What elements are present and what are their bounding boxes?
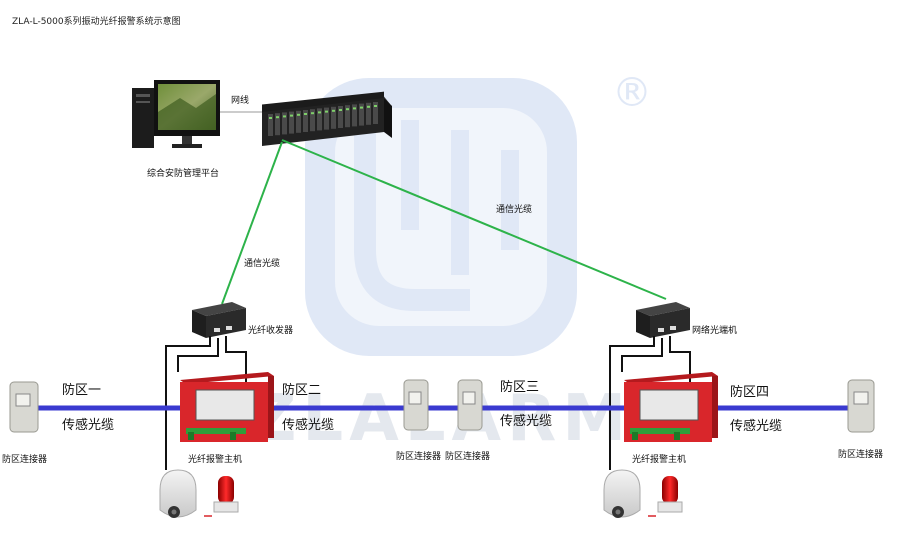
rack-slot-led <box>304 113 307 115</box>
alarm-light-left-icon <box>204 476 239 517</box>
zone-cable: 传感光缆 <box>500 413 552 429</box>
rack-slot <box>303 110 308 132</box>
alarm-host-right-icon <box>624 372 718 442</box>
transceiver-right-label: 网络光端机 <box>692 324 737 336</box>
computer-icon <box>132 80 220 148</box>
rack-slot <box>310 109 315 132</box>
rack-slot-led <box>290 114 293 117</box>
zone-cable: 传感光缆 <box>62 417 114 433</box>
zone-connector-far-right-icon <box>847 379 875 433</box>
rack-slot-led <box>353 107 356 110</box>
fiber-right-label: 通信光缆 <box>496 203 532 215</box>
fiber-left-label: 通信光缆 <box>244 257 280 269</box>
rack-slot <box>324 107 329 130</box>
rack-slot <box>282 112 287 135</box>
rack-slot <box>345 105 350 128</box>
dome-camera-left-icon <box>159 469 197 518</box>
zone-name: 防区四 <box>730 384 769 400</box>
rack-slot <box>275 113 280 136</box>
zone-1: 防区一 传感光缆 <box>62 382 114 433</box>
rack-slot-led <box>332 109 335 112</box>
connector-mid-right-label: 防区连接器 <box>445 450 490 462</box>
host-left-label: 光纤报警主机 <box>188 453 242 465</box>
zone-connector-mid-left-icon <box>403 379 429 431</box>
rack-slot-led <box>374 105 377 107</box>
rack-slot-led <box>283 115 286 118</box>
transceiver-left-label: 光纤收发器 <box>248 324 293 336</box>
diagram-title: ZLA-L-5000系列振动光纤报警系统示意图 <box>12 15 181 27</box>
connector-far-right-label: 防区连接器 <box>838 448 883 460</box>
zone-cable: 传感光缆 <box>282 417 334 433</box>
rack-slot <box>366 102 371 125</box>
rack-slot-led <box>325 110 328 113</box>
rack-slot <box>352 104 357 127</box>
center-label: 综合安防管理平台 <box>147 167 219 179</box>
rack-slot-led <box>311 112 314 115</box>
rack-slot <box>289 111 294 134</box>
rack-slot <box>359 103 364 126</box>
rack-slot-led <box>360 106 363 109</box>
zone-name: 防区二 <box>282 382 321 398</box>
dome-camera-right-icon <box>603 469 641 518</box>
connector-far-left-label: 防区连接器 <box>2 453 47 465</box>
connector-mid-left-label: 防区连接器 <box>396 450 441 462</box>
rack-slot-led <box>367 105 370 108</box>
rack-slots <box>268 102 378 136</box>
rack-slot <box>268 114 273 136</box>
host-right-label: 光纤报警主机 <box>632 453 686 465</box>
transceiver-left-icon <box>192 302 246 338</box>
zone-name: 防区三 <box>500 379 539 395</box>
zone-3: 防区三 传感光缆 <box>500 379 552 429</box>
zone-connector-far-left-icon <box>9 381 39 433</box>
zone-4: 防区四 传感光缆 <box>730 384 782 434</box>
fiber-line-left <box>221 141 283 305</box>
rack-slot-led <box>346 108 349 111</box>
alarm-light-right-icon <box>648 476 683 517</box>
rack-slot <box>373 102 378 124</box>
alarm-host-left-icon <box>180 372 274 442</box>
watermark-text: ZLALARM <box>250 382 632 456</box>
rack-slot <box>338 106 343 128</box>
zone-2: 防区二 传感光缆 <box>282 382 334 433</box>
registered-mark: ® <box>612 70 652 116</box>
rack-slot-led <box>276 116 279 119</box>
zone-cable: 传感光缆 <box>730 418 782 434</box>
rack-slot <box>331 106 336 129</box>
rack-slot <box>317 108 322 131</box>
transceiver-right-icon <box>636 302 690 338</box>
rack-slot <box>296 110 301 133</box>
rack-slot-led <box>269 117 272 119</box>
zone-connector-mid-right-icon <box>457 379 483 431</box>
rack-slot-led <box>297 113 300 116</box>
rack-slot-led <box>318 111 321 114</box>
zone-name: 防区一 <box>62 382 101 398</box>
watermark-logo: ® <box>305 70 652 356</box>
fiber-line-right <box>281 139 667 300</box>
network-cable-label: 网线 <box>231 94 249 106</box>
rack-slot-led <box>339 109 342 111</box>
